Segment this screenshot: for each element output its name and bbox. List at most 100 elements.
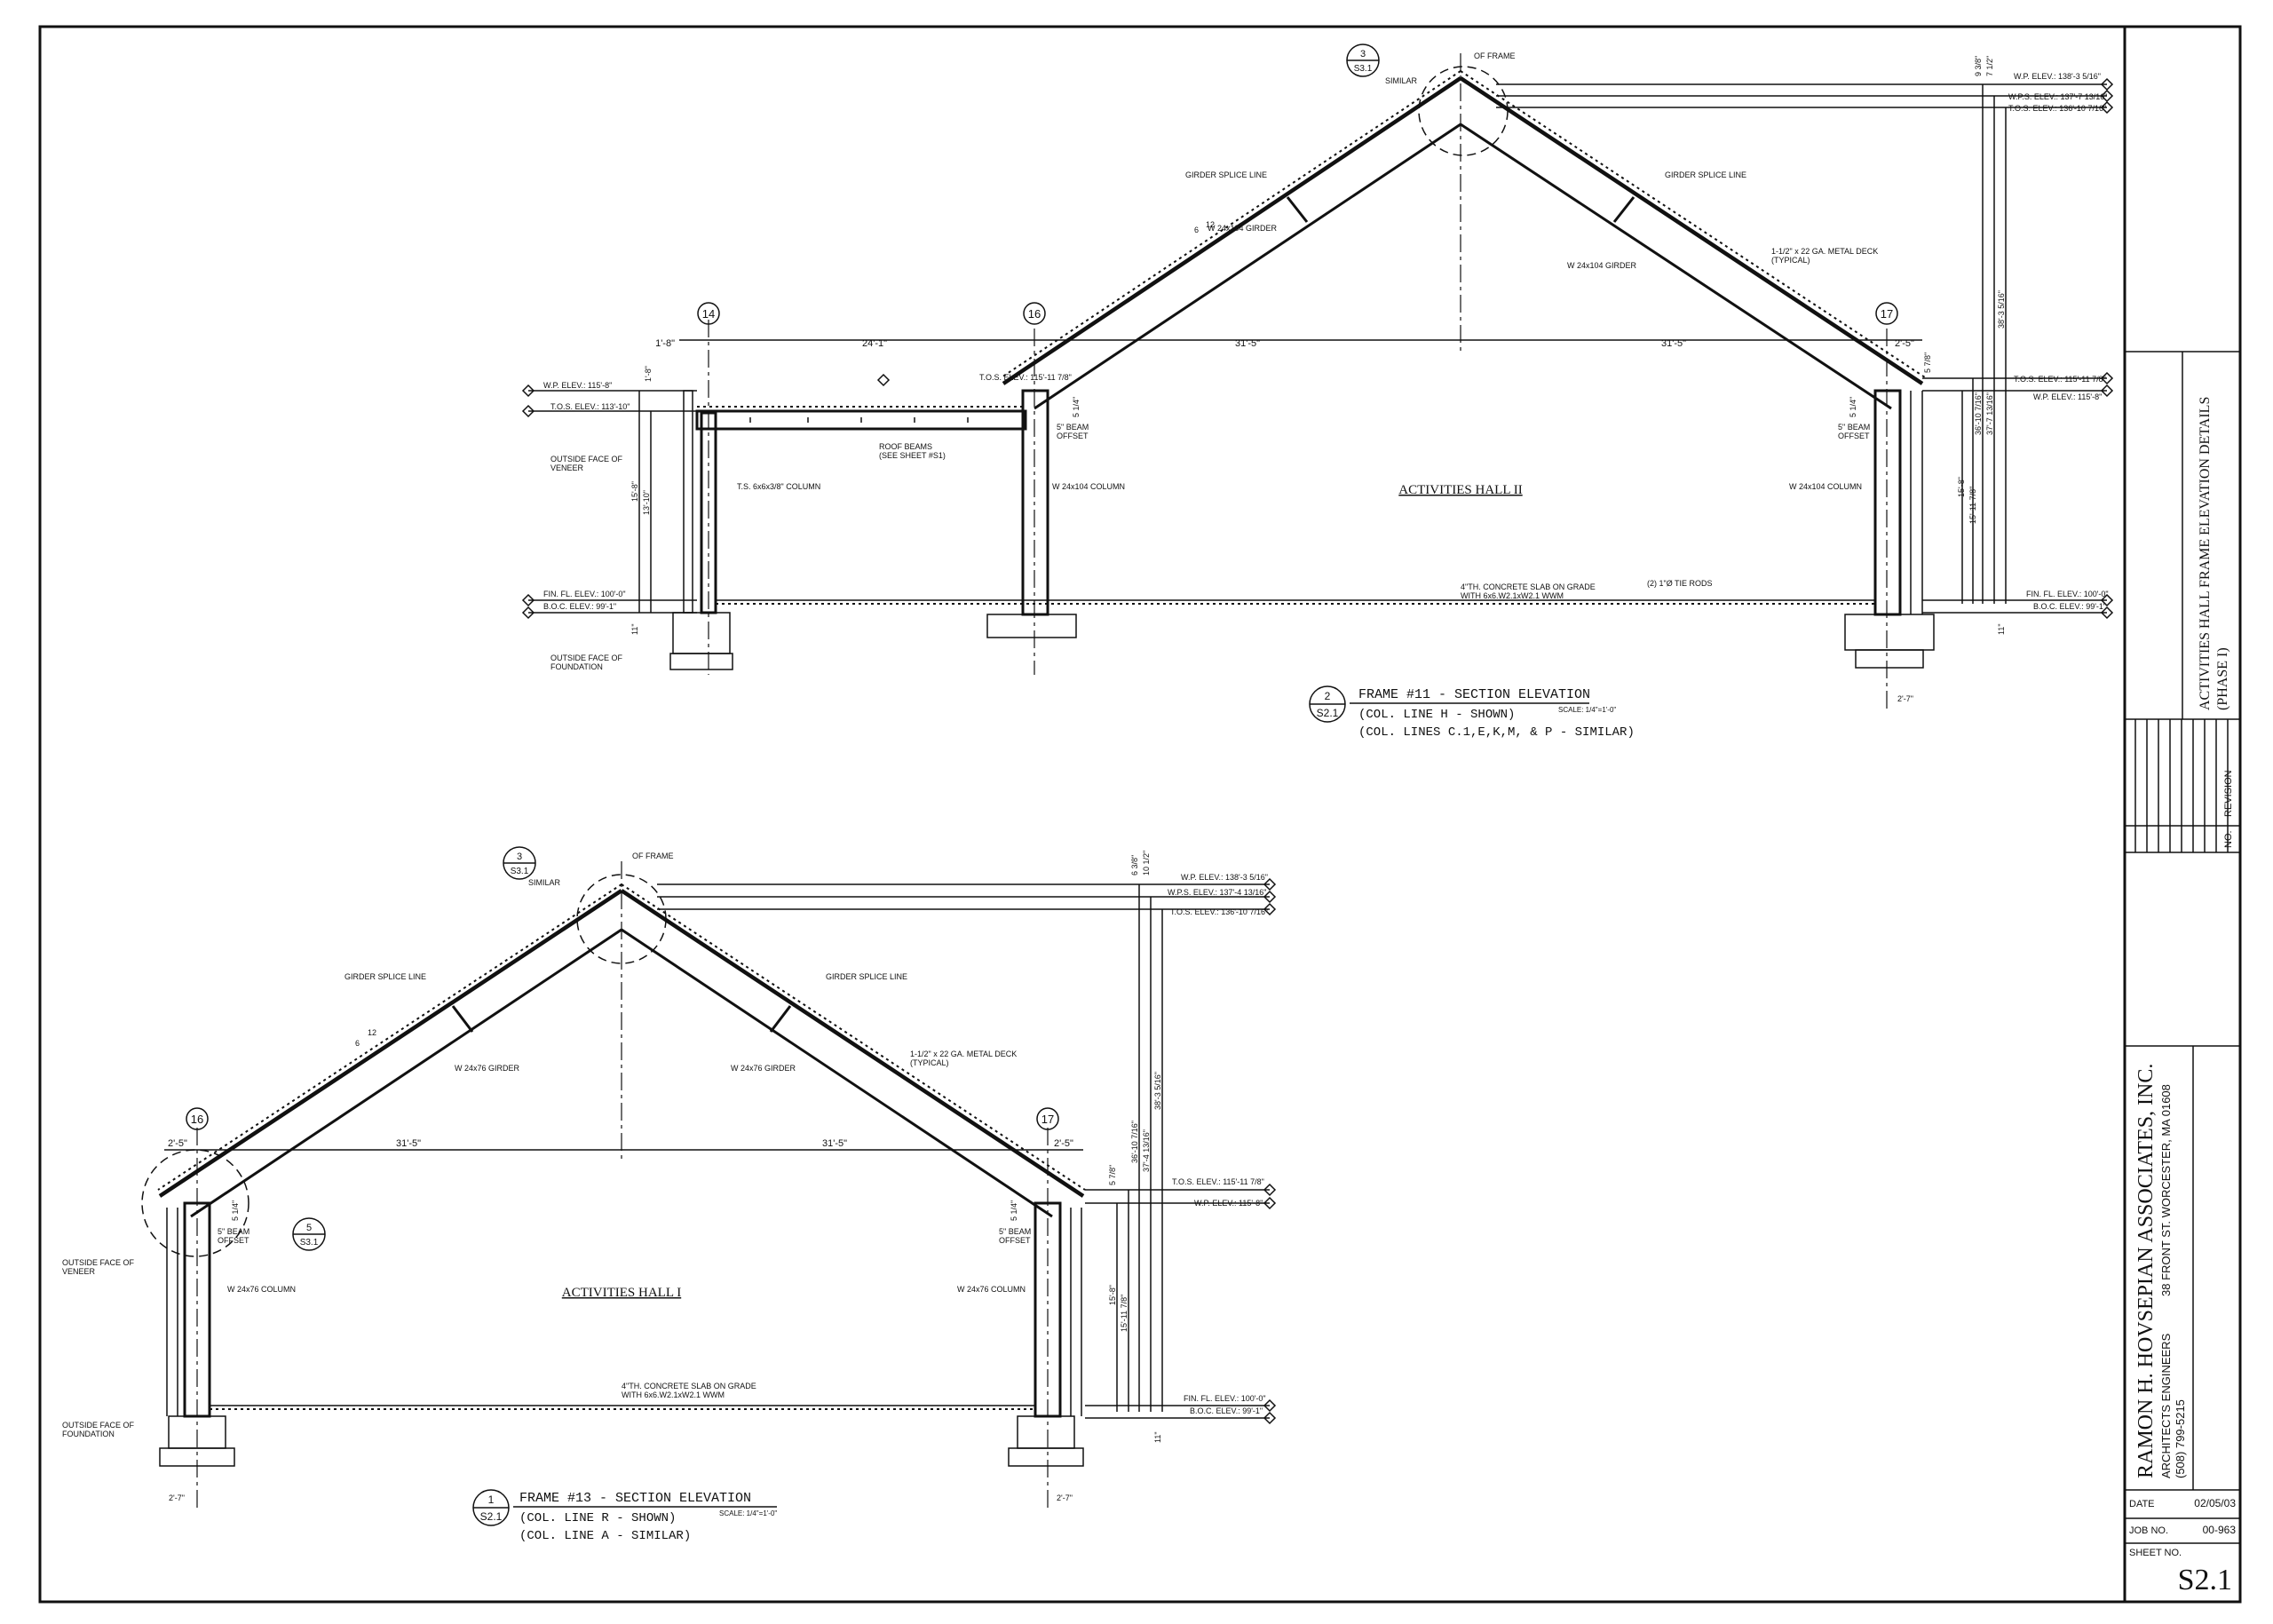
svg-text:OUTSIDE FACE OF: OUTSIDE FACE OF	[550, 654, 623, 662]
svg-text:(TYPICAL): (TYPICAL)	[910, 1058, 949, 1067]
svg-text:2'-5": 2'-5"	[1054, 1138, 1073, 1149]
frame-11-grid-14: 14	[697, 302, 720, 325]
svg-text:1'-8": 1'-8"	[644, 366, 653, 382]
svg-text:7 1/2": 7 1/2"	[1985, 56, 1994, 76]
svg-text:31'-5": 31'-5"	[822, 1138, 847, 1149]
svg-text:SCALE: 1/4"=1'-0": SCALE: 1/4"=1'-0"	[1558, 706, 1616, 714]
svg-text:SIMILAR: SIMILAR	[1385, 76, 1418, 85]
svg-text:S3.1: S3.1	[511, 867, 529, 876]
firm-phone: (508) 799-5215	[2174, 1399, 2187, 1478]
svg-text:(COL. LINES C.1,E,K,M, & P - S: (COL. LINES C.1,E,K,M, & P - SIMILAR)	[1358, 725, 1635, 740]
frame-11-splice-left-label: GIRDER SPLICE LINE	[1185, 170, 1267, 179]
svg-text:5 1/4": 5 1/4"	[231, 1200, 240, 1221]
svg-text:17: 17	[1041, 1113, 1054, 1126]
frame-13-splice-right	[769, 1005, 792, 1033]
svg-text:4"TH. CONCRETE SLAB ON GRADE: 4"TH. CONCRETE SLAB ON GRADE	[622, 1382, 756, 1390]
frame-13-splice-left	[451, 1005, 474, 1033]
frame-13-rafter-left	[157, 883, 623, 1218]
svg-text:SCALE: 1/4"=1'-0": SCALE: 1/4"=1'-0"	[719, 1509, 777, 1517]
svg-text:T.O.S. ELEV.: 115'-11 7/8": T.O.S. ELEV.: 115'-11 7/8"	[979, 373, 1072, 382]
svg-text:T.O.S. ELEV.: 113'-10": T.O.S. ELEV.: 113'-10"	[550, 402, 630, 411]
svg-text:W.P. ELEV.: 115'-8": W.P. ELEV.: 115'-8"	[1194, 1199, 1263, 1208]
svg-text:6 3/8": 6 3/8"	[1130, 855, 1139, 875]
frame-11-girder-right-label: W 24x104 GIRDER	[1567, 261, 1637, 270]
sheet-border	[38, 25, 2242, 1604]
svg-text:2'-5": 2'-5"	[168, 1138, 187, 1149]
sheet-number: S2.1	[2178, 1564, 2232, 1596]
svg-text:31'-5": 31'-5"	[396, 1138, 421, 1149]
svg-text:T.O.S. ELEV.: 115'-11 7/8": T.O.S. ELEV.: 115'-11 7/8"	[1172, 1177, 1264, 1186]
svg-text:(COL. LINE H - SHOWN): (COL. LINE H - SHOWN)	[1358, 708, 1515, 722]
frame-13-detail-callout-5: 5 S3.1	[292, 1217, 326, 1251]
frame-11-splice-right	[1612, 196, 1635, 223]
svg-text:37'-4 13/16": 37'-4 13/16"	[1142, 1129, 1151, 1172]
svg-text:15'-11 7/8": 15'-11 7/8"	[1120, 1295, 1129, 1332]
svg-text:W 24x76 COLUMN: W 24x76 COLUMN	[227, 1285, 296, 1294]
svg-text:(COL. LINE A - SIMILAR): (COL. LINE A - SIMILAR)	[519, 1529, 691, 1543]
svg-text:2: 2	[1325, 690, 1331, 702]
frame-13-title-callout: 1 S2.1 FRAME #13 - SECTION ELEVATION SCA…	[472, 1489, 777, 1543]
svg-text:1: 1	[488, 1493, 495, 1506]
svg-text:5: 5	[306, 1223, 312, 1233]
svg-text:OF FRAME: OF FRAME	[632, 852, 674, 860]
job-label: JOB NO.	[2129, 1525, 2168, 1536]
frame-11-splice-left	[1286, 196, 1309, 223]
frame-11-deck-label: 1-1/2" x 22 GA. METAL DECK	[1771, 247, 1878, 256]
svg-text:5" BEAM: 5" BEAM	[1057, 423, 1089, 432]
svg-text:36'-10 7/16": 36'-10 7/16"	[1130, 1121, 1139, 1163]
frame-11-hall-label: ACTIVITIES HALL II	[1398, 483, 1522, 497]
frame-13-eave-detail-circle	[141, 1149, 249, 1257]
svg-text:3: 3	[1360, 49, 1366, 59]
svg-text:OUTSIDE FACE OF: OUTSIDE FACE OF	[62, 1258, 135, 1267]
svg-text:31'-5": 31'-5"	[1661, 338, 1686, 349]
svg-text:31'-5": 31'-5"	[1235, 338, 1260, 349]
svg-text:W.P. ELEV.: 115'-8": W.P. ELEV.: 115'-8"	[543, 381, 612, 390]
svg-text:6: 6	[355, 1039, 360, 1048]
svg-text:W 24x76 GIRDER: W 24x76 GIRDER	[731, 1064, 796, 1073]
svg-text:4"TH. CONCRETE SLAB ON GRADE: 4"TH. CONCRETE SLAB ON GRADE	[1461, 582, 1596, 591]
firm-address: 38 FRONT ST. WORCESTER, MA 01608	[2159, 1084, 2173, 1296]
frame-11-girder-left-label: W 24x104 GIRDER	[1208, 224, 1278, 233]
svg-text:17: 17	[1881, 307, 1893, 321]
svg-text:2'-7": 2'-7"	[169, 1493, 185, 1502]
svg-text:36'-10 7/16": 36'-10 7/16"	[1974, 392, 1983, 435]
frame-11-left-elevations: 1'-8" 15'-8" 13'-10" 11"	[528, 366, 697, 635]
svg-text:15'-8": 15'-8"	[630, 481, 639, 502]
svg-text:WITH 6x6.W2.1xW2.1 WWM: WITH 6x6.W2.1xW2.1 WWM	[622, 1390, 725, 1399]
svg-text:T.O.S. ELEV.: 136'-10 7/16": T.O.S. ELEV.: 136'-10 7/16"	[1170, 907, 1268, 916]
svg-text:38'-3 5/16": 38'-3 5/16"	[1153, 1072, 1162, 1110]
svg-text:1'-8": 1'-8"	[655, 338, 675, 349]
svg-text:12: 12	[1206, 220, 1215, 229]
frame-13-title: FRAME #13 - SECTION ELEVATION	[519, 1491, 751, 1506]
frame-11-low-roof	[695, 406, 1027, 431]
svg-text:ROOF BEAMS: ROOF BEAMS	[879, 442, 932, 451]
svg-text:W.P.S. ELEV.: 137'-4 13/16": W.P.S. ELEV.: 137'-4 13/16"	[1168, 888, 1267, 897]
svg-text:W.P. ELEV.: 138'-3 5/16": W.P. ELEV.: 138'-3 5/16"	[2014, 72, 2101, 81]
svg-text:OF FRAME: OF FRAME	[1474, 51, 1516, 60]
svg-text:5 1/4": 5 1/4"	[1072, 397, 1081, 417]
svg-text:5" BEAM: 5" BEAM	[1838, 423, 1870, 432]
svg-text:5 1/4": 5 1/4"	[1849, 397, 1857, 417]
no-label: NO.	[2223, 830, 2234, 848]
svg-text:OFFSET: OFFSET	[1057, 432, 1089, 440]
svg-text:9 3/8": 9 3/8"	[1974, 56, 1983, 76]
svg-text:15'-8": 15'-8"	[1108, 1285, 1117, 1305]
frame-11-top-elevations: W.P. ELEV.: 138'-3 5/16" W.P.S. ELEV.: 1…	[1496, 56, 2109, 703]
svg-text:(2) 1"Ø TIE RODS: (2) 1"Ø TIE RODS	[1647, 579, 1713, 588]
svg-text:15'-8": 15'-8"	[1957, 477, 1966, 497]
svg-text:11": 11"	[1997, 623, 2006, 635]
frame-11-detail-callout-3: 3 S3.1 SIMILAR OF FRAME	[1346, 44, 1516, 85]
frame-11-column-left	[986, 389, 1077, 638]
svg-text:OUTSIDE FACE OF: OUTSIDE FACE OF	[62, 1421, 135, 1430]
svg-text:5 7/8": 5 7/8"	[1923, 353, 1932, 373]
title-block: ACTIVITIES HALL FRAME ELEVATION DETAILS …	[2123, 27, 2240, 1602]
frame-13-rafter-right	[620, 883, 1086, 1218]
svg-text:S3.1: S3.1	[300, 1238, 319, 1248]
svg-text:GIRDER SPLICE LINE: GIRDER SPLICE LINE	[826, 972, 907, 981]
svg-text:S2.1: S2.1	[480, 1510, 503, 1523]
svg-text:OUTSIDE FACE OF: OUTSIDE FACE OF	[550, 455, 623, 463]
svg-text:3: 3	[517, 852, 522, 862]
sheet-phase: (PHASE I)	[2215, 647, 2230, 710]
svg-text:FIN. FL. ELEV.: 100'-0": FIN. FL. ELEV.: 100'-0"	[1184, 1394, 1266, 1403]
